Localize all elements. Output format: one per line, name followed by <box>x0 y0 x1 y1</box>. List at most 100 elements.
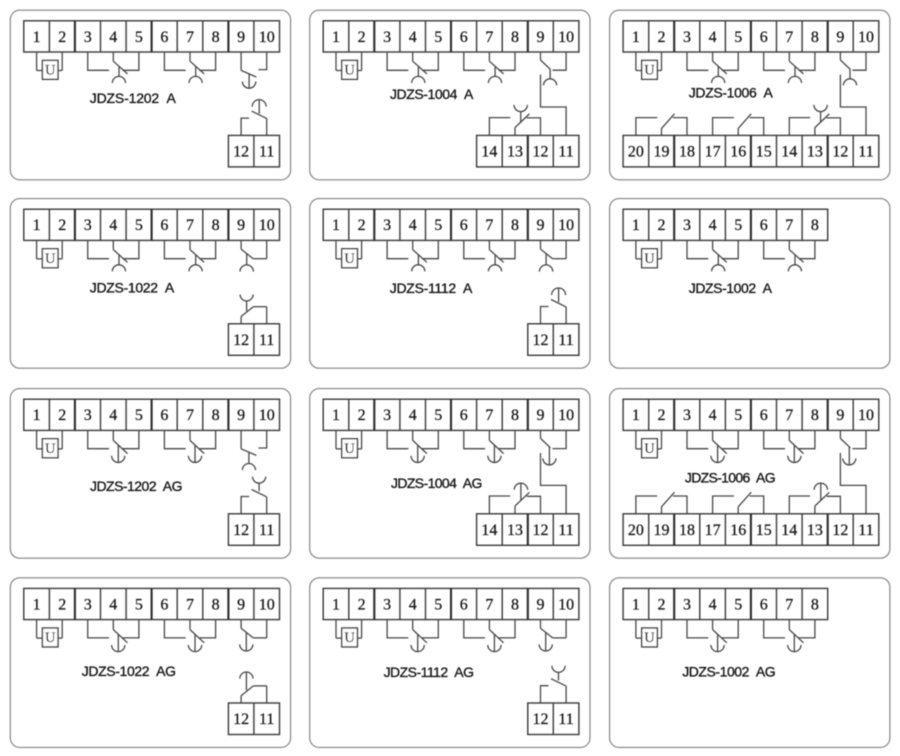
svg-text:14: 14 <box>481 144 497 161</box>
svg-text:16: 16 <box>730 144 746 161</box>
svg-text:6: 6 <box>760 29 768 46</box>
svg-text:6: 6 <box>760 217 768 234</box>
svg-text:4: 4 <box>109 217 117 234</box>
svg-text:17: 17 <box>705 522 721 539</box>
svg-text:13: 13 <box>807 522 823 539</box>
svg-text:7: 7 <box>485 29 493 46</box>
svg-text:7: 7 <box>186 407 194 424</box>
svg-text:9: 9 <box>537 217 545 234</box>
svg-text:6: 6 <box>460 217 468 234</box>
svg-text:7: 7 <box>186 217 194 234</box>
svg-text:12: 12 <box>233 522 249 539</box>
svg-text:8: 8 <box>511 596 519 613</box>
svg-text:20: 20 <box>628 522 644 539</box>
svg-text:8: 8 <box>811 596 819 613</box>
svg-text:13: 13 <box>507 144 523 161</box>
svg-text:4: 4 <box>109 29 117 46</box>
svg-text:8: 8 <box>511 407 519 424</box>
svg-text:1: 1 <box>332 29 340 46</box>
svg-text:6: 6 <box>460 29 468 46</box>
svg-text:3: 3 <box>383 29 391 46</box>
svg-text:7: 7 <box>186 596 194 613</box>
svg-text:5: 5 <box>135 596 143 613</box>
svg-text:19: 19 <box>654 144 670 161</box>
svg-text:2: 2 <box>58 217 66 234</box>
svg-text:1: 1 <box>33 29 41 46</box>
svg-text:3: 3 <box>84 407 92 424</box>
svg-text:12: 12 <box>533 332 549 349</box>
svg-text:12: 12 <box>832 144 848 161</box>
svg-text:7: 7 <box>785 29 793 46</box>
svg-text:9: 9 <box>836 29 844 46</box>
svg-text:10: 10 <box>558 407 574 424</box>
svg-text:JDZS-1006 AG: JDZS-1006 AG <box>685 470 776 486</box>
svg-text:4: 4 <box>409 596 417 613</box>
svg-text:U: U <box>344 251 355 267</box>
svg-text:11: 11 <box>259 711 274 728</box>
svg-text:JDZS-1022 AG: JDZS-1022 AG <box>82 663 176 679</box>
svg-text:8: 8 <box>212 407 220 424</box>
svg-text:8: 8 <box>212 29 220 46</box>
svg-text:4: 4 <box>709 407 717 424</box>
svg-text:11: 11 <box>558 711 573 728</box>
svg-text:11: 11 <box>259 144 274 161</box>
svg-text:10: 10 <box>259 407 275 424</box>
svg-text:4: 4 <box>709 596 717 613</box>
svg-text:11: 11 <box>858 522 873 539</box>
svg-text:15: 15 <box>756 522 772 539</box>
svg-text:JDZS-1202 A: JDZS-1202 A <box>90 90 177 106</box>
svg-text:6: 6 <box>160 217 168 234</box>
svg-text:U: U <box>344 630 355 646</box>
svg-text:9: 9 <box>237 596 245 613</box>
svg-text:5: 5 <box>434 217 442 234</box>
svg-text:8: 8 <box>811 29 819 46</box>
svg-text:9: 9 <box>537 596 545 613</box>
svg-text:3: 3 <box>683 407 691 424</box>
svg-text:12: 12 <box>533 144 549 161</box>
svg-text:7: 7 <box>485 596 493 613</box>
svg-text:9: 9 <box>237 217 245 234</box>
svg-text:11: 11 <box>858 144 873 161</box>
svg-text:10: 10 <box>259 29 275 46</box>
svg-text:5: 5 <box>434 596 442 613</box>
svg-text:2: 2 <box>58 596 66 613</box>
svg-text:1: 1 <box>332 217 340 234</box>
svg-text:2: 2 <box>58 407 66 424</box>
svg-text:11: 11 <box>259 332 274 349</box>
svg-text:JDZS-1004 AG: JDZS-1004 AG <box>391 475 482 491</box>
svg-text:5: 5 <box>434 29 442 46</box>
svg-text:1: 1 <box>632 596 640 613</box>
svg-text:9: 9 <box>537 407 545 424</box>
svg-text:18: 18 <box>679 522 695 539</box>
svg-text:11: 11 <box>259 522 274 539</box>
svg-text:5: 5 <box>734 596 742 613</box>
svg-text:6: 6 <box>160 596 168 613</box>
svg-text:JDZS-1002 AG: JDZS-1002 AG <box>682 663 775 679</box>
svg-text:JDZS-1002 A: JDZS-1002 A <box>689 280 773 296</box>
svg-text:6: 6 <box>160 29 168 46</box>
svg-text:12: 12 <box>233 332 249 349</box>
svg-text:5: 5 <box>135 217 143 234</box>
svg-text:5: 5 <box>135 407 143 424</box>
svg-text:15: 15 <box>756 144 772 161</box>
svg-text:4: 4 <box>709 29 717 46</box>
svg-text:9: 9 <box>237 407 245 424</box>
svg-text:2: 2 <box>58 29 66 46</box>
svg-text:4: 4 <box>409 29 417 46</box>
svg-text:3: 3 <box>383 596 391 613</box>
svg-text:2: 2 <box>658 407 666 424</box>
svg-text:6: 6 <box>760 407 768 424</box>
svg-text:7: 7 <box>785 217 793 234</box>
svg-text:3: 3 <box>383 217 391 234</box>
svg-text:7: 7 <box>785 596 793 613</box>
svg-text:8: 8 <box>811 407 819 424</box>
svg-text:4: 4 <box>409 407 417 424</box>
svg-text:10: 10 <box>259 596 275 613</box>
svg-text:16: 16 <box>730 522 746 539</box>
svg-text:JDZS-1202 AG: JDZS-1202 AG <box>90 478 183 494</box>
svg-text:5: 5 <box>135 29 143 46</box>
svg-text:JDZS-1112 AG: JDZS-1112 AG <box>384 664 474 680</box>
svg-text:U: U <box>45 441 56 457</box>
svg-text:9: 9 <box>836 407 844 424</box>
svg-text:3: 3 <box>683 596 691 613</box>
